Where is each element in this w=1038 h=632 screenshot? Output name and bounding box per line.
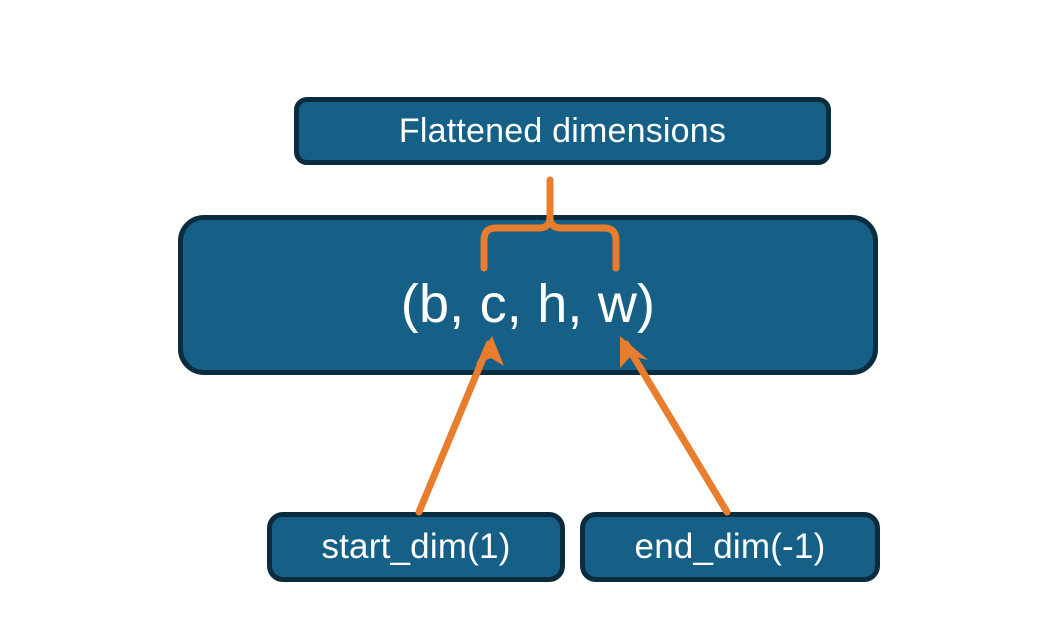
node-end-dim-label: end_dim(-1) [634, 527, 826, 566]
node-shape-tuple[interactable]: (b, c, h, w) [178, 215, 878, 375]
node-start-dim[interactable]: start_dim(1) [267, 512, 565, 582]
node-flattened-dimensions-label: Flattened dimensions [398, 111, 727, 150]
node-end-dim[interactable]: end_dim(-1) [580, 512, 880, 582]
node-start-dim-label: start_dim(1) [321, 527, 511, 566]
node-shape-tuple-label: (b, c, h, w) [400, 274, 656, 334]
node-flattened-dimensions[interactable]: Flattened dimensions [294, 97, 831, 165]
